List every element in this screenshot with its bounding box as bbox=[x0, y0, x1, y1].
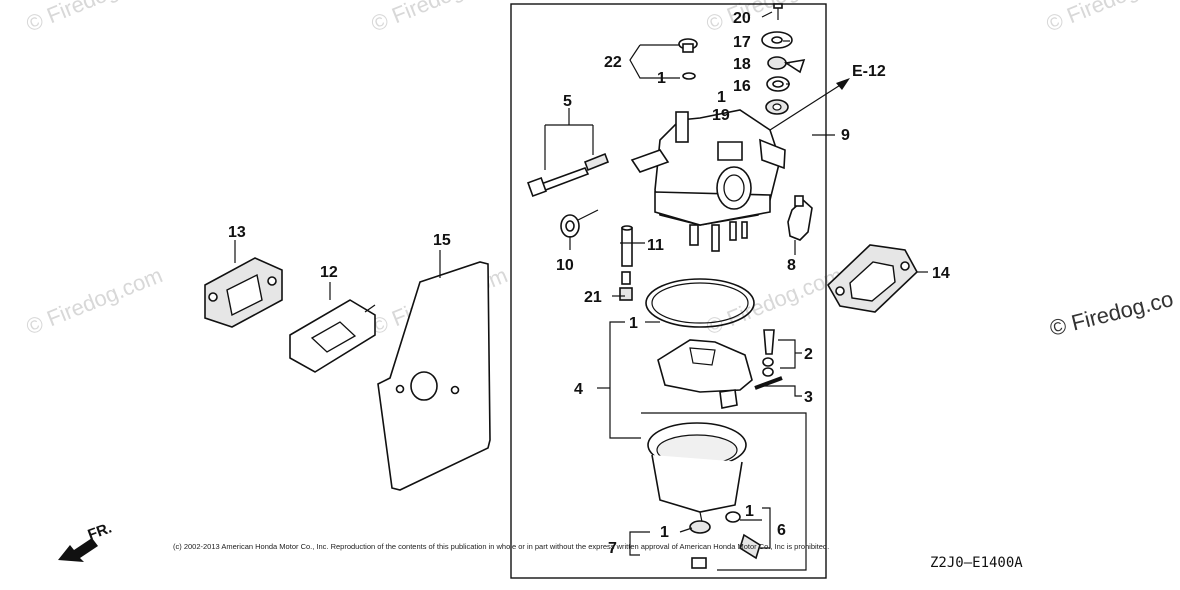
float bbox=[657, 339, 753, 409]
copyright-notice: (c) 2002-2013 American Honda Motor Co., … bbox=[173, 542, 829, 551]
callout-17: 17 bbox=[733, 34, 751, 51]
part-21-main-jet bbox=[619, 271, 633, 301]
front-direction-arrow: FR. bbox=[58, 520, 114, 562]
callout-1: 1 bbox=[657, 70, 666, 87]
callout-6: 6 bbox=[777, 522, 786, 539]
callout-21: 21 bbox=[584, 289, 602, 306]
callout-19: 19 bbox=[712, 107, 730, 124]
callout-18: 18 bbox=[733, 56, 751, 73]
watermark-prominent: © Firedog.co bbox=[1047, 286, 1176, 341]
callout-13: 13 bbox=[228, 224, 246, 241]
part-13-gasket bbox=[204, 257, 283, 328]
part-7-drain-bolt bbox=[689, 520, 711, 569]
part-19-seal bbox=[765, 99, 789, 115]
callout-5: 5 bbox=[563, 93, 572, 110]
callout-7: 7 bbox=[608, 540, 617, 557]
callout-15: 15 bbox=[433, 232, 451, 249]
part-10-throttle-screw bbox=[560, 209, 599, 238]
diagram-code: Z2J0—E1400A bbox=[930, 555, 1023, 571]
callout-1: 1 bbox=[745, 503, 754, 520]
leader-lines bbox=[234, 11, 928, 556]
part-12-insulator bbox=[289, 299, 376, 373]
callout-1: 1 bbox=[629, 315, 638, 332]
part-20-screw bbox=[773, 3, 783, 20]
part-14-gasket bbox=[826, 244, 918, 313]
callout-4: 4 bbox=[574, 381, 583, 398]
part-16-ring bbox=[766, 76, 790, 92]
part-1-o-ring bbox=[645, 278, 755, 328]
front-marker-label: FR. bbox=[86, 520, 115, 544]
part-11-main-nozzle bbox=[621, 225, 633, 267]
part-17-cap bbox=[761, 31, 793, 49]
callout-1: 1 bbox=[717, 89, 726, 106]
float-chamber-bracket bbox=[641, 412, 807, 571]
watermark: © Firedog.com bbox=[23, 262, 166, 339]
assembly-frame bbox=[510, 3, 827, 579]
watermark: © Firedog.com bbox=[368, 0, 511, 37]
callout-16: 16 bbox=[733, 78, 751, 95]
callout-2: 2 bbox=[804, 346, 813, 363]
callout-14: 14 bbox=[932, 265, 950, 282]
part-8-bracket bbox=[787, 195, 813, 241]
callout-3: 3 bbox=[804, 389, 813, 406]
callout-11: 11 bbox=[647, 237, 664, 254]
part-6-drain-screw bbox=[725, 511, 761, 560]
callout-9: 9 bbox=[841, 127, 850, 144]
callout-10: 10 bbox=[556, 257, 574, 274]
part-18-lever bbox=[767, 56, 806, 74]
part-5-pilot-screw bbox=[527, 152, 610, 197]
part-2-float-valve bbox=[762, 329, 775, 377]
carburetor-body bbox=[630, 109, 786, 252]
watermark: © Firedog.com bbox=[23, 0, 166, 37]
watermark: © Firedog.com bbox=[703, 262, 846, 339]
callout-labels: 20 17 18 16 1 19 22 1 5 E-12 9 13 15 11 … bbox=[228, 10, 950, 557]
watermark: © Firedog.com bbox=[1043, 0, 1180, 37]
callout-12: 12 bbox=[320, 264, 338, 281]
part-22-screw bbox=[678, 38, 698, 80]
reference-e12: E-12 bbox=[852, 63, 886, 80]
callout-22: 22 bbox=[604, 54, 622, 71]
float-chamber bbox=[647, 422, 747, 523]
callout-8: 8 bbox=[787, 257, 796, 274]
part-15-plate-gasket bbox=[377, 261, 491, 491]
callout-1: 1 bbox=[660, 524, 669, 541]
callout-20: 20 bbox=[733, 10, 751, 27]
